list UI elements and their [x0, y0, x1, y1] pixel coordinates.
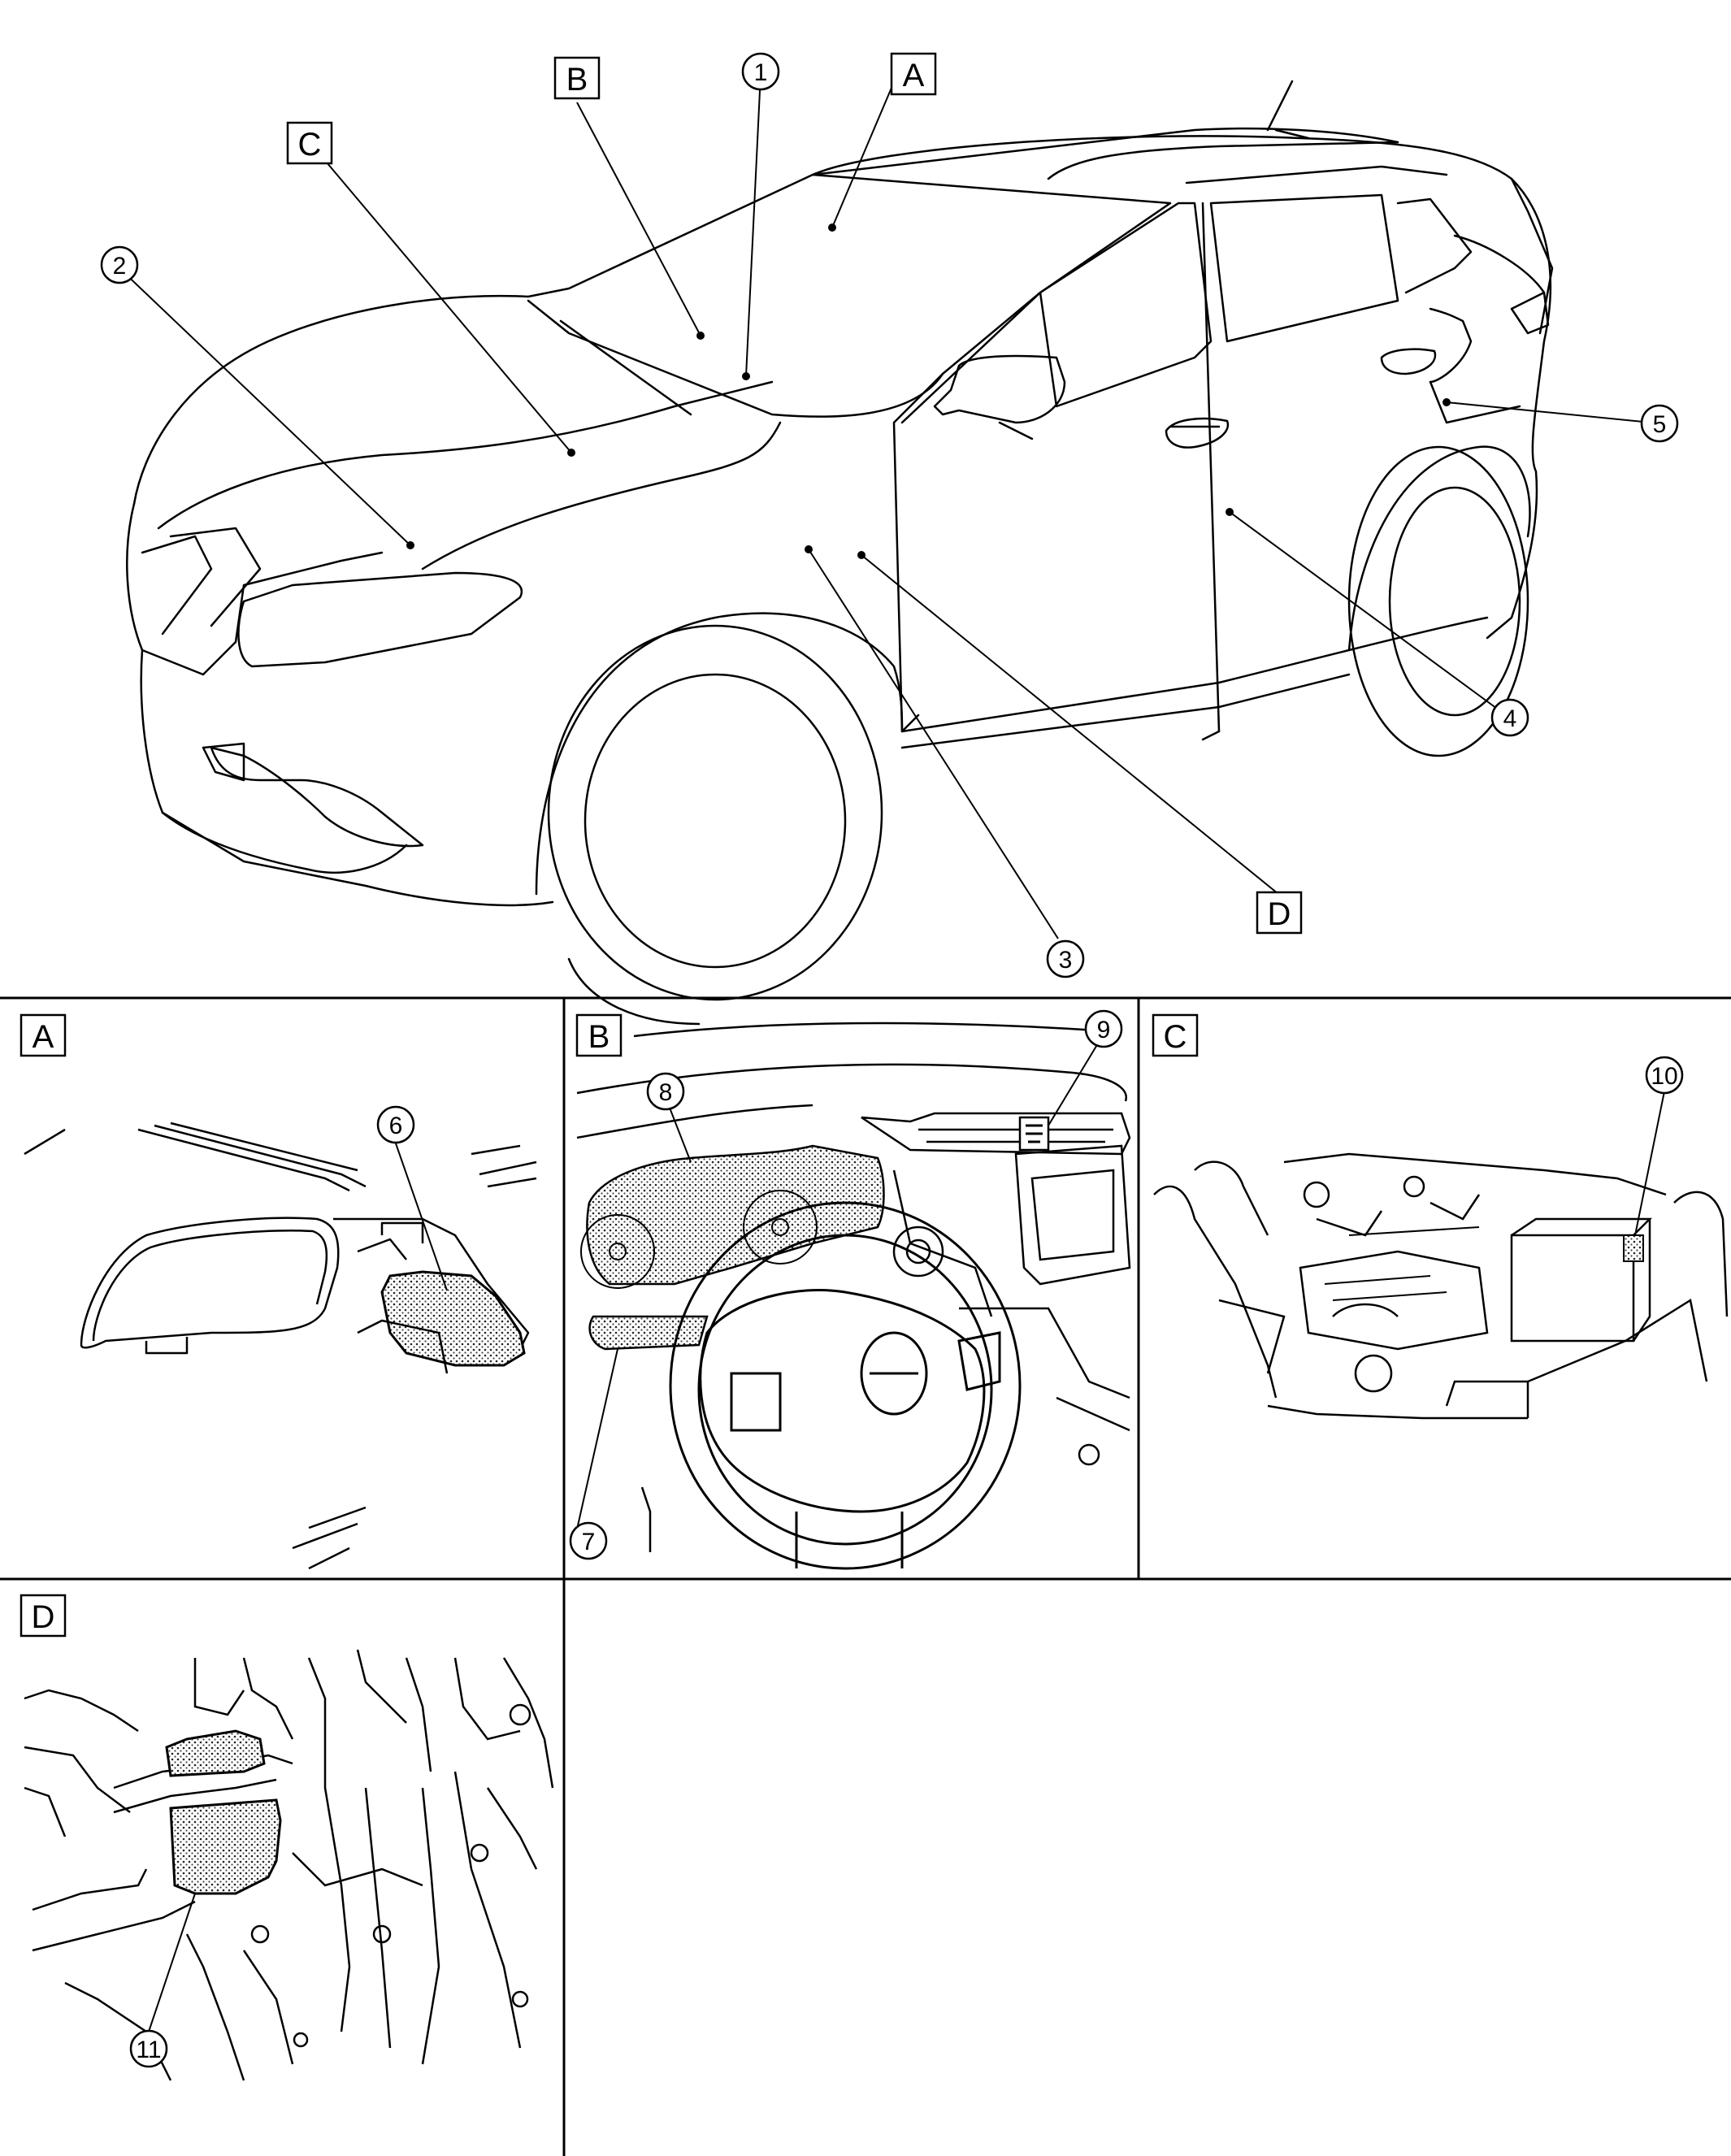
combination-meter-shading [586, 1144, 885, 1286]
view-label-A-text: A [903, 58, 925, 93]
callout-7-text: 7 [582, 1529, 596, 1555]
callout-11-text: 11 [136, 2037, 161, 2063]
callout-1-text: 1 [754, 59, 768, 86]
callout-5: 5 [1640, 404, 1679, 443]
rearview-mirror [24, 1121, 537, 1570]
view-label-C-text: C [298, 127, 322, 163]
view-label-A: A [890, 52, 937, 96]
callout-9-text: 9 [1097, 1017, 1111, 1043]
view-label-D: D [1256, 891, 1303, 935]
callout-2-text: 2 [113, 253, 127, 280]
callout-4-text: 4 [1503, 705, 1517, 732]
security-indicator [1018, 1116, 1050, 1152]
steering-wheel [669, 1201, 1022, 1570]
panel-d: D [20, 1594, 554, 2081]
bcm-upper-shading [165, 1729, 266, 1777]
panel-b: B [569, 1009, 1131, 1570]
panel-a: A 6 [20, 1013, 537, 1570]
control-unit-bracket [24, 1649, 554, 2081]
view-label-D-text: D [1268, 896, 1291, 932]
callout-3-text: 3 [1059, 947, 1073, 974]
instrument-panel [576, 1022, 1131, 1466]
callout-8: 8 [646, 1072, 685, 1111]
leader-lines [119, 73, 1660, 939]
callout-1: 1 [741, 52, 780, 91]
panel-grid [0, 996, 1731, 2156]
engine-compartment [1153, 1152, 1729, 1420]
callout-2: 2 [100, 245, 139, 284]
callout-6: 6 [376, 1105, 415, 1144]
panel-c: C 10 [1152, 1013, 1729, 1420]
callout-10-text: 10 [1651, 1063, 1677, 1090]
callout-7: 7 [569, 1521, 608, 1560]
bcm-lower-shading [169, 1798, 282, 1895]
ipdm-shading [1623, 1234, 1644, 1262]
view-label-B-text: B [566, 62, 588, 98]
callout-10: 10 [1645, 1056, 1684, 1095]
callout-6-text: 6 [389, 1113, 403, 1139]
panel-d-label: D [32, 1599, 55, 1635]
panel-b-label: B [588, 1019, 610, 1055]
callout-11: 11 [129, 2029, 168, 2068]
panel-c-label: C [1164, 1019, 1187, 1055]
callout-3: 3 [1046, 939, 1085, 978]
panel-a-label: A [33, 1019, 54, 1055]
rain-light-sensor-shading [380, 1270, 526, 1367]
callout-5-text: 5 [1653, 411, 1667, 438]
callout-9: 9 [1084, 1009, 1123, 1048]
steering-lever-shading [588, 1315, 709, 1351]
callout-4: 4 [1490, 698, 1529, 737]
callout-8-text: 8 [659, 1079, 673, 1106]
view-label-B: B [553, 56, 601, 100]
vehicle-illustration [126, 80, 1554, 1026]
view-label-C: C [286, 121, 333, 165]
